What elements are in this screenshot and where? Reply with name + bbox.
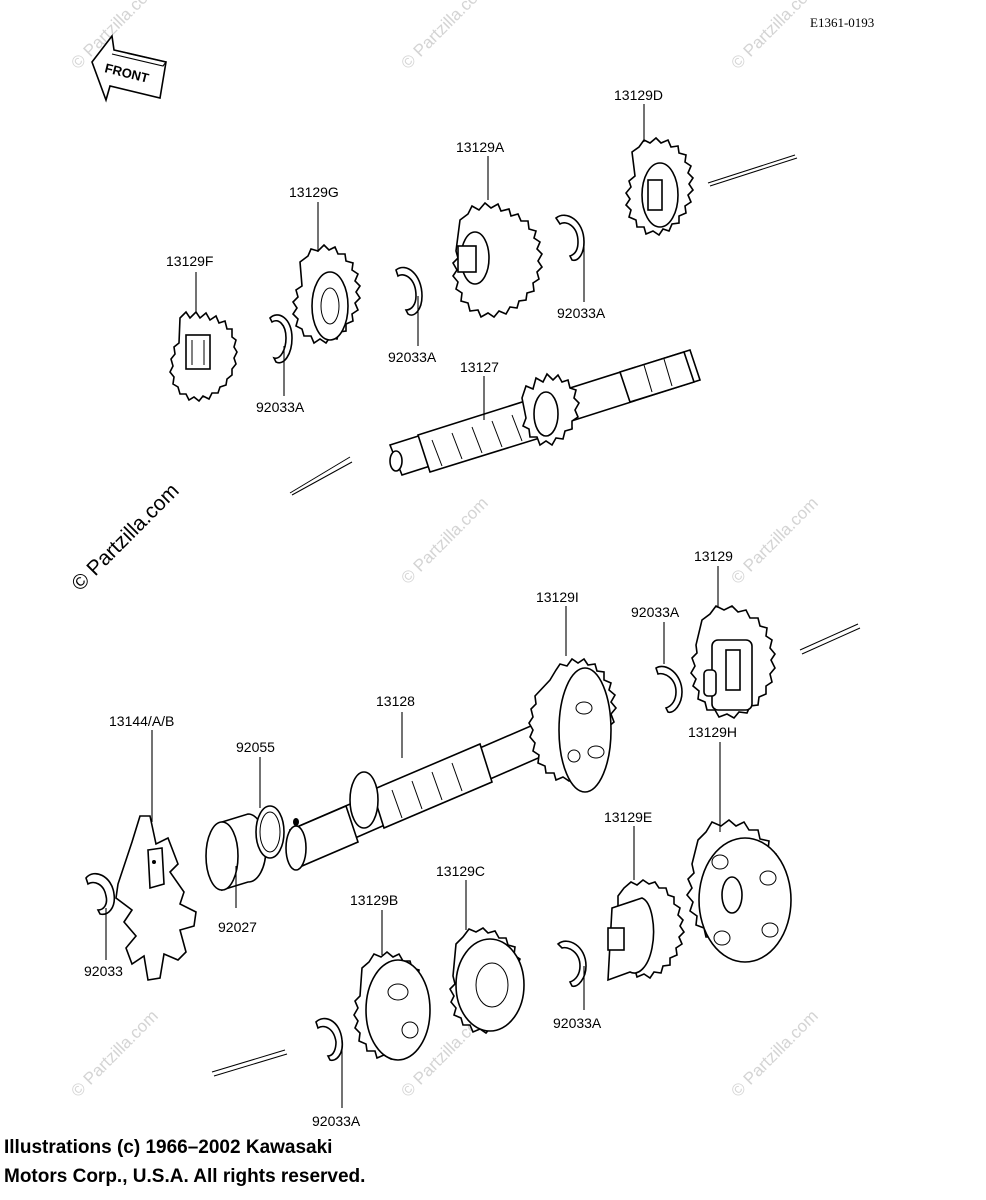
label-92033A: 92033A [312, 1113, 361, 1129]
label-13144: 13144/A/B [109, 713, 174, 729]
label-92033: 92033 [84, 963, 123, 979]
gear-on-shaft-icon [521, 372, 580, 447]
watermark: © Partzilla.com [727, 0, 821, 73]
shaft-13128 [285, 720, 554, 871]
circlip-icon [395, 266, 423, 316]
watermark: © Partzilla.com [67, 1006, 161, 1100]
gear-13129F-icon [169, 310, 238, 403]
gear-13129G-icon [291, 243, 362, 345]
gear-13129D-icon [624, 136, 695, 237]
label-92033A: 92033A [256, 399, 305, 415]
diagram-code: E1361-0193 [810, 15, 874, 30]
gear-13129-icon [690, 604, 776, 720]
watermark: © Partzilla.com [397, 0, 491, 73]
gear-13129H-icon [685, 818, 792, 963]
circlip-icon [554, 214, 585, 262]
label-13129F: 13129F [166, 253, 213, 269]
ring-92055-icon [255, 805, 285, 859]
label-92027: 92027 [218, 919, 257, 935]
label-92033A: 92033A [631, 604, 680, 620]
label-13129G: 13129G [289, 184, 339, 200]
part-labels: 13129D 13129A 13129G 13129F 92033A 92033… [84, 87, 737, 1129]
label-13128: 13128 [376, 693, 415, 709]
label-13129E: 13129E [604, 809, 652, 825]
watermark: © Partzilla.com [397, 493, 491, 587]
sprocket-13144-icon [115, 815, 197, 981]
leader-lines [105, 104, 721, 1108]
label-13129A: 13129A [456, 139, 505, 155]
label-13129C: 13129C [436, 863, 485, 879]
label-13129B: 13129B [350, 892, 398, 908]
gear-13129A-icon [452, 201, 544, 319]
watermark: © Partzilla.com [727, 493, 821, 587]
front-arrow-icon: FRONT [91, 34, 167, 103]
circlip-icon [315, 1017, 344, 1062]
label-13129: 13129 [694, 548, 733, 564]
gear-13129C-icon [449, 927, 525, 1035]
copyright-line-2: Motors Corp., U.S.A. All rights reserved… [4, 1166, 366, 1187]
label-13129H: 13129H [688, 724, 737, 740]
label-92033A: 92033A [388, 349, 437, 365]
gear-13129E-icon [607, 879, 686, 982]
label-13129D: 13129D [614, 87, 663, 103]
label-92033A: 92033A [553, 1015, 602, 1031]
circlip-icon [556, 940, 587, 988]
watermark-dark: © Partzilla.com [67, 479, 183, 595]
label-13127: 13127 [460, 359, 499, 375]
copyright-line-1: Illustrations (c) 1966–2002 Kawasaki [4, 1137, 333, 1158]
gear-13129I-icon [528, 657, 618, 793]
label-92033A: 92033A [557, 305, 606, 321]
circlip-icon [269, 314, 293, 364]
copyright-notice: Illustrations (c) 1966–2002 Kawasaki Mot… [4, 1133, 365, 1191]
label-13129I: 13129I [536, 589, 579, 605]
watermark: © Partzilla.com [727, 1006, 821, 1100]
label-92055: 92055 [236, 739, 275, 755]
gear-13129B-icon [353, 950, 431, 1061]
circlip-icon [655, 665, 683, 714]
circlip-92033-icon [85, 872, 116, 916]
